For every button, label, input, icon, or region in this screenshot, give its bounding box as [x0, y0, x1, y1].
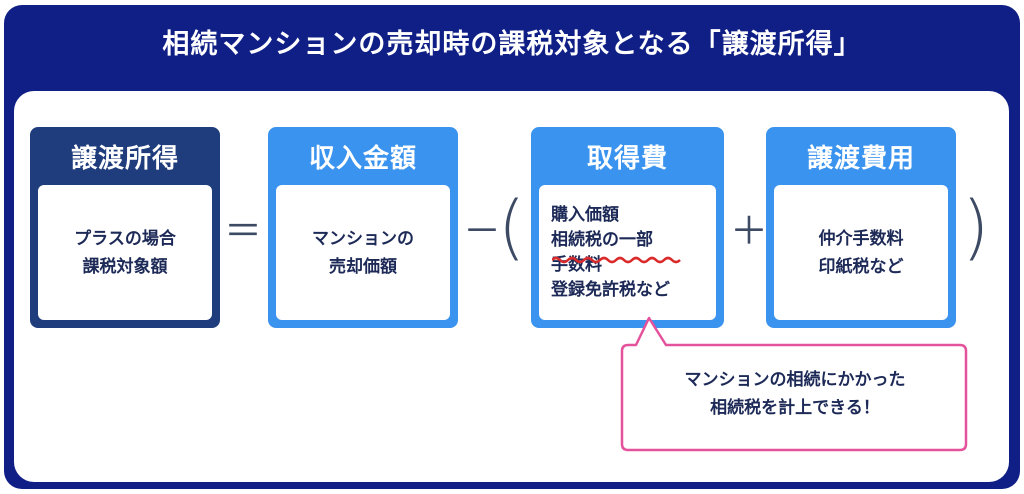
box-shutoku-line-1: 購入価額	[551, 204, 619, 225]
box-joto-shotoku-header: 譲渡所得	[70, 143, 179, 174]
minus-sign: －	[463, 209, 502, 253]
box-joto-shotoku: 譲渡所得 プラスの場合 課税対象額	[30, 127, 220, 328]
box-shutoku-line-4: 登録免許税など	[551, 279, 670, 300]
box-shunyu-line-1: マンションの	[312, 228, 414, 249]
box-joto-shotoku-body: プラスの場合 課税対象額	[38, 185, 212, 320]
box-jotohiyo-line-2: 印紙税など	[818, 256, 904, 277]
box-jotohiyo-header: 譲渡費用	[806, 143, 915, 174]
callout-line-2: 相続税を計上できる！	[710, 398, 880, 418]
box-shunyu-body: マンションの 売却価額	[276, 185, 450, 320]
plus-sign: ＋	[730, 209, 769, 253]
callout-text: マンションの相続にかかった 相続税を計上できる！	[630, 366, 960, 422]
box-shutoku-hi: 取得費 購入価額 相続税の一部 手数料 登録免許税など	[531, 127, 724, 328]
equals-sign: ＝	[224, 209, 263, 253]
box-shunyu-line-2: 売却価額	[329, 256, 397, 277]
highlight-underline	[552, 256, 681, 264]
box-shutoku-body: 購入価額 相続税の一部 手数料 登録免許税など	[539, 185, 716, 320]
open-paren: (	[498, 186, 526, 268]
box-joto-line-2: 課税対象額	[82, 256, 168, 277]
box-shunyu-header: 収入金額	[308, 143, 417, 174]
box-joto-hiyo: 譲渡費用 仲介手数料 印紙税など	[766, 127, 956, 328]
box-jotohiyo-body: 仲介手数料 印紙税など	[774, 185, 948, 320]
box-joto-line-1: プラスの場合	[74, 228, 176, 249]
box-shutoku-line-2: 相続税の一部	[551, 229, 653, 250]
box-shutoku-header: 取得費	[586, 143, 668, 174]
diagram-title: 相続マンションの売却時の課税対象となる「譲渡所得」	[162, 29, 862, 60]
callout-line-1: マンションの相続にかかった	[684, 370, 906, 390]
close-paren: )	[962, 186, 990, 268]
box-shunyu-kingaku: 収入金額 マンションの 売却価額	[268, 127, 458, 328]
box-jotohiyo-line-1: 仲介手数料	[818, 228, 904, 249]
